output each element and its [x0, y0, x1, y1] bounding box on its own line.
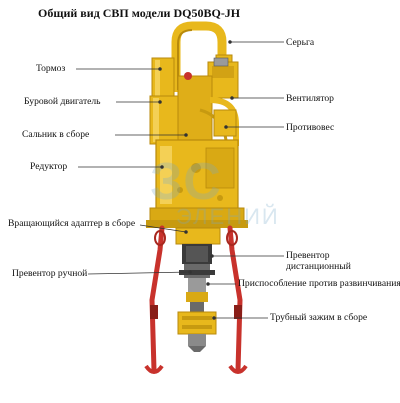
- label-remote-preventer-line1: Превентор: [286, 250, 330, 261]
- counterweight: [213, 109, 237, 137]
- watermark-brand: ЗС: [150, 153, 223, 211]
- label-reducer: Редуктор: [30, 161, 68, 172]
- leader-manual-preventer: [87, 271, 191, 275]
- label-manual-preventer: Превентор ручной: [12, 268, 88, 279]
- label-fan: Вентилятор: [286, 93, 334, 104]
- label-bail: Серьга: [286, 37, 315, 48]
- bail-shape: [171, 21, 227, 92]
- label-drill-motor: Буровой двигатель: [24, 96, 101, 107]
- diagram-title: Общий вид СВП модели DQ50BQ-JH: [38, 6, 241, 20]
- link-arm-right: [227, 225, 243, 373]
- label-anti-unscrew-device: Приспособление против развинчивания: [238, 278, 400, 289]
- label-tormoz: Тормоз: [36, 63, 66, 74]
- link-arm-left: [149, 225, 165, 373]
- label-pipe-clamp: Трубный зажим в сборе: [270, 312, 368, 323]
- label-rotating-adapter: Вращающийся адаптер в сборе: [8, 218, 136, 229]
- label-seal-assembly: Сальник в сборе: [22, 129, 90, 140]
- seal-housing: [177, 75, 213, 141]
- leader-rotating-adapter: [139, 224, 187, 233]
- watermark-name: ЭЛЕНИЙ: [176, 204, 280, 229]
- anti-unscrew-device: [186, 292, 208, 302]
- label-counterweight: Противовес: [286, 122, 335, 133]
- label-remote-preventer-line2: дистанционный: [286, 261, 351, 272]
